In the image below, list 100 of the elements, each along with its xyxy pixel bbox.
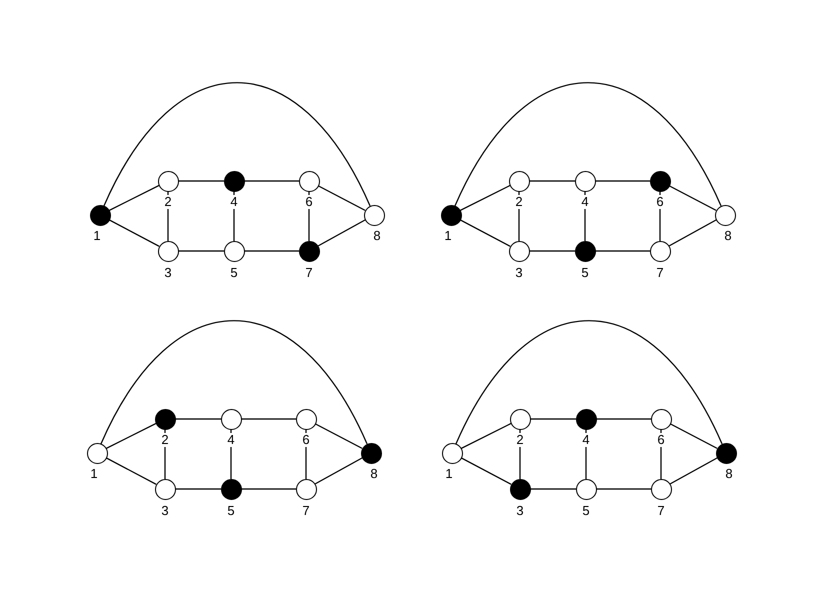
edge-line <box>660 429 662 479</box>
filled-vertex <box>90 204 110 226</box>
curved-edge <box>100 320 368 444</box>
edge-line <box>317 219 366 247</box>
edge-line <box>670 423 718 449</box>
filled-vertex <box>154 408 176 430</box>
vertex-label: 2 <box>515 433 525 447</box>
vertex-label: 6 <box>655 195 665 209</box>
empty-vertex <box>576 478 596 500</box>
vertex-label: 5 <box>226 504 236 518</box>
vertex-label: 3 <box>160 504 170 518</box>
empty-vertex <box>296 408 316 430</box>
edge-line <box>241 488 296 490</box>
vertex-label: 7 <box>655 266 665 280</box>
empty-vertex <box>442 442 462 464</box>
empty-vertex <box>364 204 384 226</box>
empty-vertex <box>574 170 596 192</box>
vertex-label: 7 <box>304 266 314 280</box>
edge-line <box>584 191 586 241</box>
edge-line <box>308 191 310 241</box>
edge-line <box>460 219 510 247</box>
vertex-label: 5 <box>581 504 591 518</box>
vertex-label: 1 <box>443 229 453 243</box>
empty-vertex <box>158 240 178 262</box>
edge-line <box>530 488 576 490</box>
vertex-label: 4 <box>226 433 236 447</box>
empty-vertex <box>296 478 316 500</box>
filled-vertex <box>650 170 670 192</box>
edge-line <box>529 250 575 252</box>
edge-line <box>659 191 661 241</box>
edge-line <box>460 184 510 212</box>
vertex-label: 2 <box>514 195 524 209</box>
filled-vertex <box>298 240 320 262</box>
empty-vertex <box>510 408 530 430</box>
empty-vertex <box>508 240 530 262</box>
edge-line <box>178 180 224 182</box>
edge-line <box>241 418 296 420</box>
vertex-label: 3 <box>514 266 524 280</box>
edge-line <box>305 429 307 479</box>
filled-vertex <box>574 240 596 262</box>
edge-line <box>460 457 512 485</box>
edge-line <box>244 180 299 182</box>
edge-line <box>596 488 651 490</box>
edge-line <box>178 250 224 252</box>
vertex-label: 4 <box>581 433 591 447</box>
empty-vertex <box>86 442 108 464</box>
edge-line <box>106 457 156 485</box>
vertex-label: 8 <box>369 467 379 481</box>
vertex-label: 7 <box>301 504 311 518</box>
edge-line <box>175 488 221 490</box>
empty-vertex <box>154 478 176 500</box>
vertex-label: 3 <box>515 504 525 518</box>
edge-line <box>244 250 299 252</box>
edge-line <box>669 457 718 485</box>
vertex-label: 8 <box>372 229 382 243</box>
empty-vertex <box>158 170 178 192</box>
edge-line <box>108 219 160 247</box>
filled-vertex <box>220 478 242 500</box>
vertex-label: 4 <box>229 195 239 209</box>
vertex-label: 2 <box>160 433 170 447</box>
edge-line <box>529 180 575 182</box>
vertex-label: 6 <box>656 433 666 447</box>
vertex-label: 5 <box>229 266 239 280</box>
edge-line <box>595 250 650 252</box>
vertex-label: 6 <box>304 195 314 209</box>
vertex-label: 6 <box>301 433 311 447</box>
edge-line <box>108 184 160 212</box>
edge-line <box>596 418 651 420</box>
filled-vertex <box>716 442 736 464</box>
edge-line <box>318 185 366 211</box>
edge-line <box>314 457 363 485</box>
empty-vertex <box>508 170 530 192</box>
vertex-label: 5 <box>580 266 590 280</box>
edge-line <box>460 422 512 450</box>
filled-vertex <box>440 204 462 226</box>
edge-line <box>233 191 235 241</box>
vertex-label: 3 <box>163 266 173 280</box>
empty-vertex <box>220 408 242 430</box>
filled-vertex <box>224 170 244 192</box>
empty-vertex <box>650 478 672 500</box>
vertex-label: 1 <box>444 467 454 481</box>
edge-line <box>314 423 362 449</box>
vertex-label: 8 <box>724 467 734 481</box>
edge-line <box>175 418 221 420</box>
curved-edge <box>103 82 371 206</box>
vertex-label: 7 <box>656 504 666 518</box>
edge-line <box>106 422 156 450</box>
edge-line <box>530 418 576 420</box>
empty-vertex <box>224 240 244 262</box>
edge-line <box>595 180 650 182</box>
empty-vertex <box>298 170 320 192</box>
vertex-label: 1 <box>92 229 102 243</box>
empty-vertex <box>650 240 670 262</box>
empty-vertex <box>650 408 672 430</box>
vertex-label: 2 <box>163 195 173 209</box>
edge-line <box>585 429 587 479</box>
vertex-label: 4 <box>580 195 590 209</box>
curved-edge <box>455 320 723 444</box>
edge-line <box>230 429 232 479</box>
edge-line <box>668 185 716 211</box>
